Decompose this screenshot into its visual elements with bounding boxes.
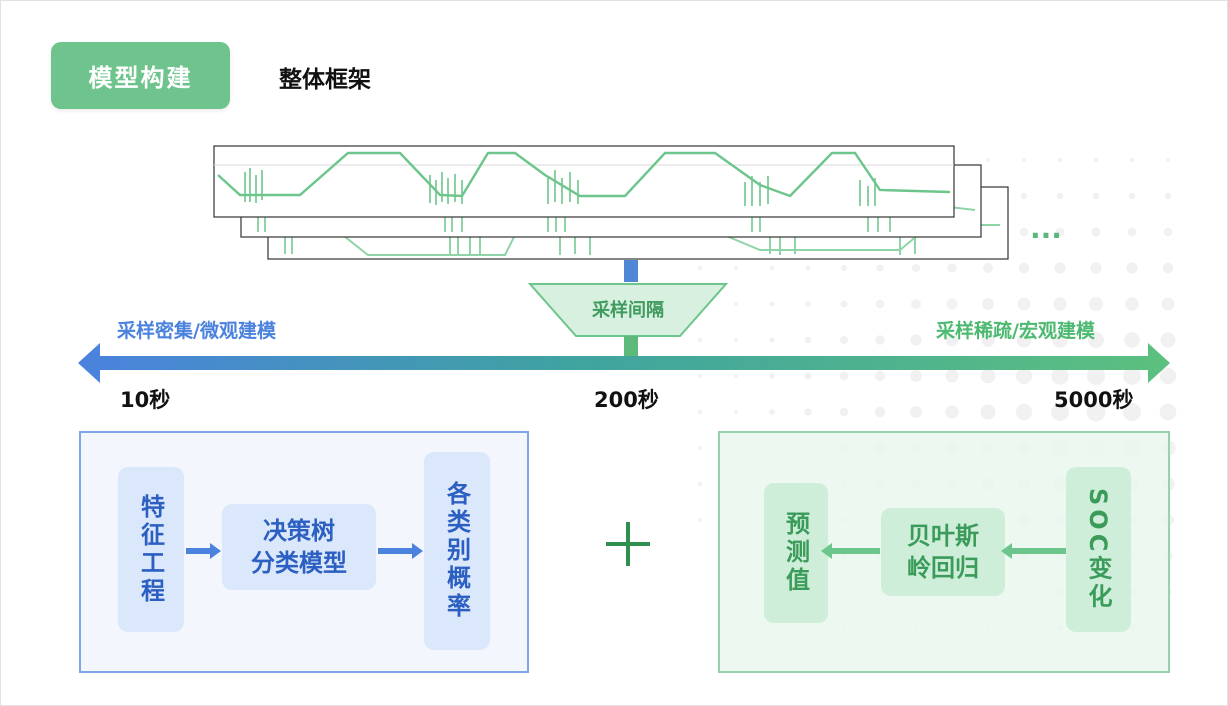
bayesian-ridge-node: 贝叶斯 岭回归 xyxy=(881,508,1005,596)
plus-icon xyxy=(606,522,650,566)
arrow-left-icon xyxy=(821,543,880,559)
series-panel-front xyxy=(213,145,955,218)
prediction-node: 预测值 xyxy=(764,483,828,623)
feature-engineering-node: 特征工程 xyxy=(118,467,184,632)
sparse-sampling-label: 采样稀疏/宏观建模 xyxy=(936,320,1095,342)
funnel-stem-bottom xyxy=(624,336,638,356)
class-probability-node: 各类别概率 xyxy=(424,452,490,650)
tick-10s: 10秒 xyxy=(120,388,171,412)
sampling-interval-label: 采样间隔 xyxy=(592,300,664,321)
soc-change-node: SOC变化 xyxy=(1066,467,1131,632)
arrow-left-icon xyxy=(1001,543,1066,559)
dense-sampling-label: 采样密集/微观建模 xyxy=(117,320,276,342)
section-badge: 模型构建 xyxy=(51,42,230,109)
sampling-interval-funnel xyxy=(528,283,728,337)
arrow-right-icon xyxy=(378,543,423,559)
funnel-stem-top xyxy=(624,260,638,282)
more-panels-ellipsis: ... xyxy=(1030,212,1062,245)
arrow-right-icon xyxy=(186,543,221,559)
tick-200s: 200秒 xyxy=(594,388,659,412)
page-title: 整体框架 xyxy=(279,67,371,93)
sampling-axis-arrow xyxy=(78,343,1170,383)
tick-5000s: 5000秒 xyxy=(1054,388,1134,412)
decision-tree-node: 决策树 分类模型 xyxy=(222,504,376,590)
